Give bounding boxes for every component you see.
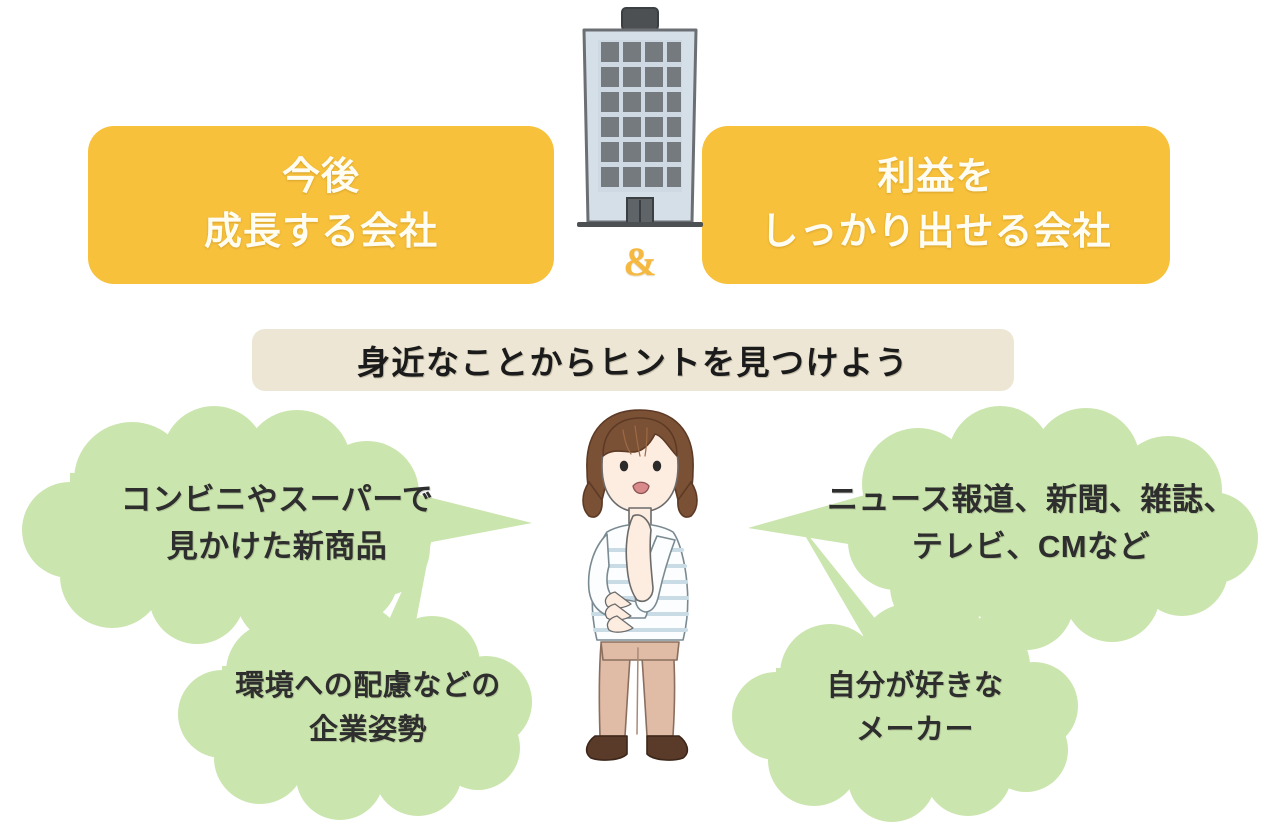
- thinking-woman-icon: [582, 409, 698, 761]
- office-building-icon: [577, 7, 703, 227]
- cloud-shape-icon: [732, 520, 1078, 822]
- growth-company-label: 今後 成長する会社: [203, 155, 438, 253]
- thinking-woman-illustration: [545, 408, 735, 780]
- cloud-bottom-right: 自分が好きな メーカー: [726, 520, 1104, 822]
- cloud-top-right: ニュース報道、新聞、雑誌、 テレビ、CMなど: [748, 406, 1262, 650]
- hint-banner: 身近なことからヒントを見つけよう: [252, 329, 1014, 391]
- profit-company-label: 利益を しっかり出せる会社: [760, 155, 1112, 253]
- profit-company-box: 利益を しっかり出せる会社: [702, 126, 1170, 284]
- cloud-top-left: コンビニやスーパーで 見かけた新商品: [22, 406, 532, 644]
- cloud-shape-icon: [22, 406, 532, 644]
- growth-company-box: 今後 成長する会社: [88, 126, 554, 284]
- ampersand-symbol: &: [623, 239, 657, 284]
- cloud-shape-icon: [178, 516, 532, 820]
- cloud-bottom-left: 環境への配慮などの 企業姿勢: [168, 516, 568, 820]
- building-connector-group: &: [565, 2, 715, 302]
- cloud-shape-icon: [748, 406, 1258, 650]
- hint-banner-label: 身近なことからヒントを見つけよう: [357, 344, 909, 381]
